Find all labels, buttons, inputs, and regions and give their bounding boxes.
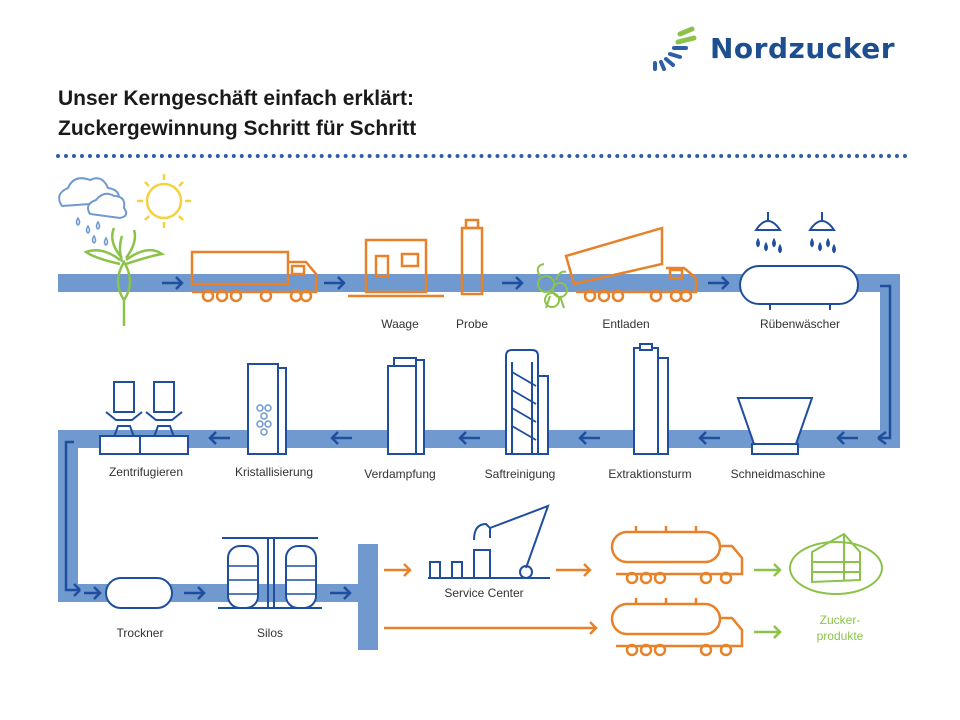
top-row-arrows (162, 276, 730, 290)
label-silos: Silos (257, 626, 283, 640)
label-zucker-line2: produkte (817, 629, 864, 643)
flow-lines (64, 284, 892, 597)
centrifuge-icon (99, 381, 189, 455)
washer-shower-icon (754, 212, 836, 254)
middle-row-arrows (208, 431, 858, 445)
title-line-1: Unser Kerngeschäft einfach erklärt: (58, 87, 414, 110)
page-title: Unser Kerngeschäft einfach erklärt: Zuck… (58, 84, 416, 144)
title-divider (56, 154, 908, 158)
label-probe: Probe (456, 317, 488, 331)
weighing-station-icon (348, 238, 444, 298)
cake-icon (789, 532, 883, 595)
product-arrows (754, 563, 782, 639)
label-kristallisierung: Kristallisierung (235, 465, 313, 479)
tanker-truck-icon (610, 598, 744, 657)
tanker-truck-icon (610, 526, 744, 585)
rain-drops-icon (75, 216, 109, 246)
sample-tower-icon (460, 218, 484, 296)
service-center-crane-icon (428, 504, 550, 579)
beet-pile-icon (536, 263, 568, 309)
sun-icon (137, 174, 191, 228)
label-verdampfung: Verdampfung (364, 467, 435, 481)
label-waage: Waage (381, 317, 419, 331)
process-diagram: Waage Probe Entladen Rübenwäscher Zentri… (58, 174, 900, 657)
beet-truck-icon (190, 250, 318, 303)
title-line-2: Zuckergewinnung Schritt für Schritt (58, 117, 417, 140)
label-trockner: Trockner (117, 626, 164, 640)
label-zucker-line1: Zucker- (820, 613, 861, 627)
label-service-center: Service Center (444, 586, 523, 600)
brand-name: Nordzucker (710, 32, 896, 65)
cloud-icon (58, 177, 128, 220)
sugar-beet-icon (83, 227, 166, 326)
slicing-machine-icon (736, 397, 814, 455)
crystallizer-icon (247, 363, 287, 455)
label-schneidmaschine: Schneidmaschine (731, 467, 826, 481)
nordzucker-logo: Nordzucker (640, 26, 895, 76)
juice-purification-icon (505, 349, 549, 455)
dryer-icon (105, 577, 173, 609)
extraction-tower-icon (633, 343, 669, 455)
label-entladen: Entladen (602, 317, 649, 331)
silos-icon (218, 537, 322, 609)
logo-rays-icon (653, 26, 697, 71)
evaporator-icon (387, 357, 425, 455)
distribution-arrows (384, 563, 598, 635)
bottom-row-arrows (84, 586, 352, 600)
beet-washer-drum-icon (739, 265, 859, 310)
label-ruebenwaescher: Rübenwäscher (760, 317, 840, 331)
label-extraktionsturm: Extraktionsturm (608, 467, 691, 481)
label-saftreinigung: Saftreinigung (485, 467, 556, 481)
label-zentrifugieren: Zentrifugieren (109, 465, 183, 479)
tipper-truck-icon (564, 226, 698, 303)
